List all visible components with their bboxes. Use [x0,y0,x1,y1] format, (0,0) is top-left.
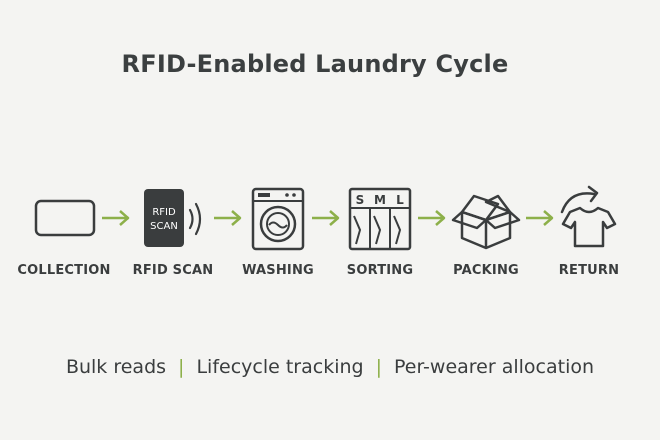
feature-bulk-reads: Bulk reads [65,356,167,378]
step-label-sorting: SORTING [346,263,414,278]
rfid-tag-line2: SCAN [150,221,178,232]
arrow-right-icon [312,210,340,226]
arrow-right-icon [214,210,242,226]
arrow-right-icon [526,210,554,226]
step-label-collection: COLLECTION [17,263,111,278]
feature-summary: Bulk reads | Lifecycle tracking | Per-wearer… [0,356,660,378]
feature-lifecycle-tracking: Lifecycle tracking [196,356,364,378]
arrow-right-icon [418,210,446,226]
separator: | [178,356,185,378]
open-box-icon [451,194,521,250]
separator: | [375,356,382,378]
feature-per-wearer-allocation: Per-wearer allocation [393,356,595,378]
shirt-return-icon [560,185,617,248]
step-label-packing: PACKING [453,263,519,278]
washing-machine-icon [251,187,305,251]
sorting-rack-icon: S M L [348,187,412,251]
process-flow: COLLECTION RFID SCAN RFID SCAN WASHING [17,185,620,278]
size-label-l: L [396,193,404,207]
page-title: RFID-Enabled Laundry Cycle [121,50,509,78]
rfid-tag-line1: RFID [152,207,176,218]
arrow-right-icon [102,210,130,226]
size-label-s: S [356,193,365,207]
laundry-bag-icon [34,199,96,237]
step-label-washing: WASHING [242,263,314,278]
step-label-rfid-scan: RFID SCAN [132,263,214,278]
size-label-m: M [374,193,386,207]
rfid-tag-icon: RFID SCAN [144,189,202,247]
step-label-return: RETURN [558,263,620,278]
